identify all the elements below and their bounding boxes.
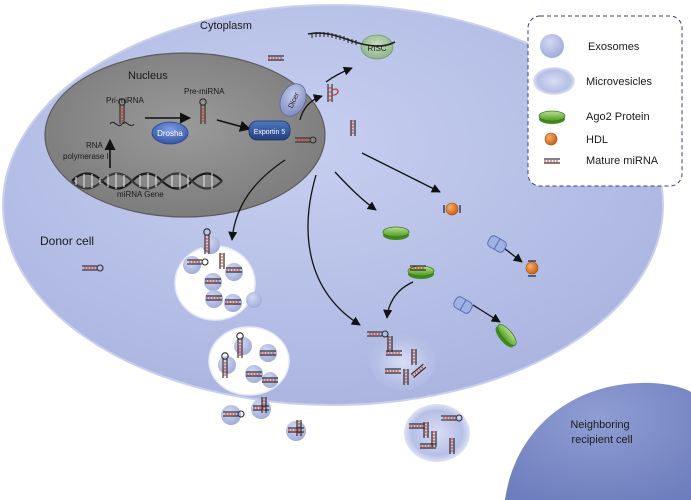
multivesicular-body-releasing bbox=[208, 326, 290, 396]
legend-item-ago2: Ago2 Protein bbox=[586, 111, 650, 123]
rna-polymerase-label-line2: polymerase II bbox=[63, 152, 111, 161]
export-arrow bbox=[216, 119, 252, 132]
ago2-protein-icon bbox=[407, 265, 435, 280]
cytoplasm-label: Cytoplasm bbox=[200, 20, 252, 32]
dna-helix-icon bbox=[71, 172, 223, 190]
nucleus bbox=[44, 52, 326, 218]
rna-polymerase-label-line1: RNA bbox=[86, 141, 104, 150]
exportin-label: Exportin 5 bbox=[254, 129, 286, 136]
exosome-disc-icon bbox=[540, 34, 564, 58]
mirna-gene-label: miRNA Gene bbox=[117, 190, 164, 199]
exportin-5-transporter bbox=[248, 120, 291, 141]
legend-item-microvesicles: Microvesicles bbox=[586, 76, 653, 88]
ago2-protein-icon bbox=[382, 226, 410, 241]
risc-complex bbox=[360, 34, 394, 60]
hdl-particle-exported-icon bbox=[525, 261, 539, 275]
donor-cell-label: Donor cell bbox=[40, 234, 94, 248]
secretion-arrows bbox=[228, 152, 523, 326]
ago2-protein-icon bbox=[538, 110, 566, 125]
pri-mirna-icon bbox=[109, 98, 135, 127]
hdl-particle-icon bbox=[544, 132, 558, 146]
nucleus-label: Nucleus bbox=[128, 70, 168, 82]
legend-item-hdl: HDL bbox=[586, 134, 608, 146]
pri-mirna-label: Pri-miRNA bbox=[106, 96, 144, 105]
legend-item-mature-mirna: Mature miRNA bbox=[586, 155, 659, 167]
drosha-label: Drosha bbox=[157, 129, 183, 138]
drosha-enzyme bbox=[151, 121, 189, 145]
pre-mirna-label: Pre-miRNA bbox=[184, 87, 225, 96]
dicer-product-icon bbox=[327, 84, 339, 102]
microvesicle-budding bbox=[366, 330, 436, 390]
recipient-cell-label-line1: Neighboring bbox=[570, 419, 629, 431]
microvesicle-free bbox=[404, 404, 470, 462]
multivesicular-body bbox=[174, 228, 262, 321]
hdl-mirna-marker bbox=[528, 260, 536, 277]
dicer-arrow bbox=[299, 94, 323, 121]
recipient-cell-body bbox=[505, 382, 691, 500]
risc-label: RISC bbox=[367, 44, 386, 53]
dicer-enzyme bbox=[279, 83, 307, 117]
microvesicle-disc-icon bbox=[533, 67, 575, 95]
legend-box bbox=[527, 15, 683, 187]
hdl-particle-icon bbox=[445, 202, 459, 216]
legend-item-exosomes: Exosomes bbox=[588, 41, 640, 53]
target-mrna-strand bbox=[307, 32, 396, 47]
hdl-mirna-marker bbox=[443, 205, 461, 213]
recipient-cell-label-line2: recipient cell bbox=[571, 434, 632, 446]
legend: Exosomes Microvesicles Ago2 Protein HDL … bbox=[527, 15, 683, 187]
target-mrna-bases bbox=[311, 32, 357, 45]
released-exosomes bbox=[221, 396, 306, 441]
risc-loading-arrow bbox=[325, 66, 353, 83]
